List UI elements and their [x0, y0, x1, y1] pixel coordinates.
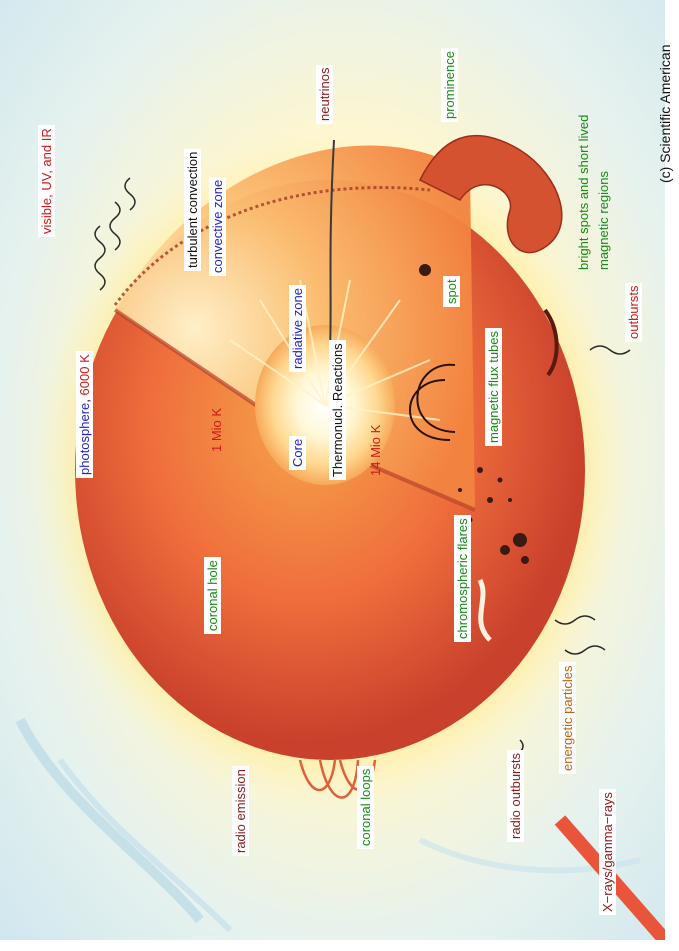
label-14-mio-k: 14 Mio K: [367, 422, 384, 479]
label-radiative-zone: radiative zone: [289, 285, 306, 372]
label-bright-spots-line1: bright spots and short lived: [575, 112, 592, 273]
label-chromospheric-flares: chromospheric flares: [454, 515, 471, 642]
photosphere-temperature: 6000 K: [77, 354, 92, 395]
label-coronal-hole: coronal hole: [204, 557, 221, 634]
photosphere-word: photosphere: [77, 403, 92, 475]
label-bright-spots-line2: magnetic regions: [595, 168, 612, 273]
label-coronal-loops: coronal loops: [357, 766, 374, 849]
label-turbulent-convection: turbulent convection: [184, 149, 201, 271]
label-magnetic-flux-tubes: magnetic flux tubes: [485, 328, 502, 446]
label-neutrinos: neutrinos: [316, 65, 333, 124]
sunspot: [419, 264, 431, 276]
label-photosphere: photosphere, 6000 K: [76, 351, 93, 478]
label-thermonuclear-reactions: Thermonucl. Reactions: [329, 340, 346, 480]
label-radio-outbursts: radio outbursts: [507, 750, 524, 842]
label-prominence: prominence: [441, 48, 458, 122]
label-outbursts: outbursts: [625, 283, 642, 342]
label-1-mio-k: 1 Mio K: [208, 405, 225, 455]
label-radio-emission: radio emission: [232, 766, 249, 856]
photosphere-comma: ,: [77, 399, 92, 403]
label-energetic-particles: energetic particles: [559, 663, 576, 775]
label-core: Core: [289, 436, 306, 470]
label-visible-uv-ir: visible, UV, and IR: [38, 125, 55, 237]
credit-text: (c) Scientific American: [657, 42, 674, 186]
label-xrays-gamma-rays: X−rays/gamma−rays: [599, 789, 616, 915]
label-spot: spot: [443, 276, 460, 307]
label-convective-zone: convective zone: [209, 177, 226, 276]
